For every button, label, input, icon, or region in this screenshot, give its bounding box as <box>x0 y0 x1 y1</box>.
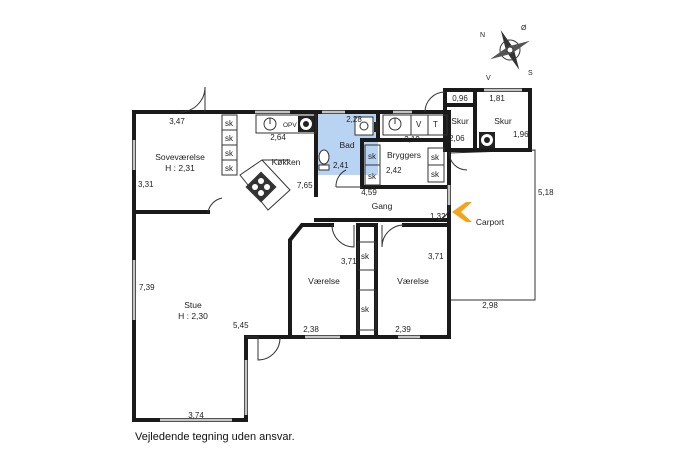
cabinet-sk: sk <box>225 149 234 158</box>
label-skur-1: Skur <box>451 116 469 126</box>
dim-298: 2,98 <box>482 301 498 310</box>
door-swings <box>179 86 468 361</box>
dim-739: 7,39 <box>139 283 155 292</box>
label-opv: OPV <box>283 122 297 129</box>
dim-132: 1,32 <box>430 212 446 221</box>
cabinet-sk: sk <box>368 172 377 181</box>
dim-238: 2,38 <box>303 325 319 334</box>
sink-icon <box>263 117 277 131</box>
label-sovevaerelse-height: H : 2,31 <box>165 163 195 173</box>
toilet-icon <box>318 149 330 171</box>
compass-o: Ø <box>521 25 527 32</box>
compass-v: V <box>486 75 491 82</box>
disclaimer-text: Vejledende tegning uden ansvar. <box>135 431 295 443</box>
ventilation-icon <box>479 132 495 148</box>
dim-241: 2,41 <box>333 161 349 170</box>
entrance-arrow-icon <box>452 202 472 222</box>
compass-icon <box>490 30 530 70</box>
cabinet-sk: sk <box>431 153 440 162</box>
label-koekken: Køkken <box>272 157 301 167</box>
closet-sk: sk <box>361 305 370 314</box>
label-gang: Gang <box>372 201 393 211</box>
dim-331: 3,31 <box>138 180 154 189</box>
dim-371-b: 3,71 <box>428 252 444 261</box>
label-v: V <box>416 120 422 129</box>
dim-374: 3,74 <box>188 411 204 420</box>
dim-219: 2,19 <box>404 135 420 144</box>
stove-icon <box>245 171 277 203</box>
dim-264: 2,64 <box>270 133 286 142</box>
bath-cabinet <box>374 122 378 132</box>
label-carport: Carport <box>476 217 505 227</box>
label-stue: Stue <box>184 300 202 310</box>
compass-s: S <box>528 70 533 77</box>
dim-181: 1,81 <box>489 94 505 103</box>
utility-fixtures <box>364 114 448 186</box>
dim-206: 2,06 <box>449 134 465 143</box>
label-bryggers: Bryggers <box>387 150 421 160</box>
dim-242: 2,42 <box>386 166 402 175</box>
cabinet-sk: sk <box>368 152 377 161</box>
dim-765: 7,65 <box>297 181 313 190</box>
closet-sk: sk <box>361 252 370 261</box>
cabinet-sk: sk <box>225 164 234 173</box>
windows <box>132 88 522 422</box>
cabinet-sk: sk <box>431 170 440 179</box>
cabinet-sk: sk <box>225 119 234 128</box>
shower-icon <box>354 116 374 136</box>
dim-371-a: 3,71 <box>341 257 357 266</box>
label-vaerelse-2: Værelse <box>397 276 429 286</box>
dim-459: 4,59 <box>361 188 377 197</box>
compass-n: N <box>480 32 485 39</box>
dim-196: 1,96 <box>513 130 529 139</box>
label-bad: Bad <box>339 140 354 150</box>
label-sovevaerelse: Soveværelse <box>155 152 205 162</box>
label-stue-height: H : 2,30 <box>178 311 208 321</box>
closets <box>357 241 377 331</box>
label-skur-2: Skur <box>494 116 512 126</box>
dim-347: 3,47 <box>169 117 185 126</box>
dim-518: 5,18 <box>538 188 554 197</box>
dim-228: 2,28 <box>346 115 362 124</box>
label-t: T <box>433 120 438 129</box>
dim-096: 0,96 <box>452 94 468 103</box>
dim-545: 5,45 <box>233 321 249 330</box>
cabinet-sk: sk <box>225 134 234 143</box>
dim-239: 2,39 <box>395 325 411 334</box>
label-vaerelse-1: Værelse <box>308 276 340 286</box>
water-heater-icon <box>298 116 314 132</box>
